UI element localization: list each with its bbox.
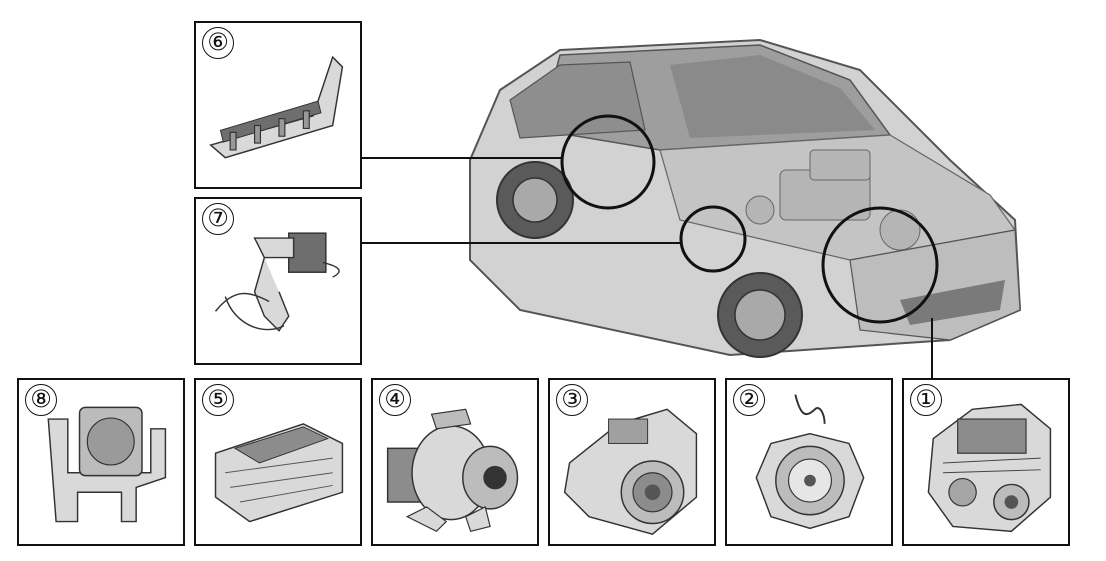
clutch-icon (755, 394, 865, 530)
component-panel-2: ② (725, 378, 893, 546)
battery-management-icon (214, 232, 340, 332)
component-number-4: ④ (379, 384, 411, 416)
component-number-5: ⑤ (202, 384, 234, 416)
component-number-3: ③ (556, 384, 588, 416)
component-number-8: ⑧ (25, 384, 57, 416)
component-panel-5: ⑤ (194, 378, 362, 546)
component-panel-4: ④ (371, 378, 539, 546)
component-panel-6: ⑥ (194, 21, 362, 189)
component-number-2: ② (733, 384, 765, 416)
component-panel-8: ⑧ (17, 378, 185, 546)
electric-motor-icon (386, 408, 519, 533)
component-number-7: ⑦ (202, 203, 234, 235)
inverter-icon (214, 423, 344, 523)
component-panel-7: ⑦ (194, 197, 362, 365)
component-panel-1: ① (902, 378, 1070, 546)
bracket-icon (47, 406, 167, 523)
car-illustration (469, 38, 1022, 358)
component-panel-3: ③ (548, 378, 716, 546)
component-number-1: ① (910, 384, 942, 416)
component-number-6: ⑥ (202, 27, 234, 59)
engine-icon (927, 403, 1052, 533)
transmission-icon (563, 408, 698, 536)
battery-pack-icon (209, 55, 344, 159)
